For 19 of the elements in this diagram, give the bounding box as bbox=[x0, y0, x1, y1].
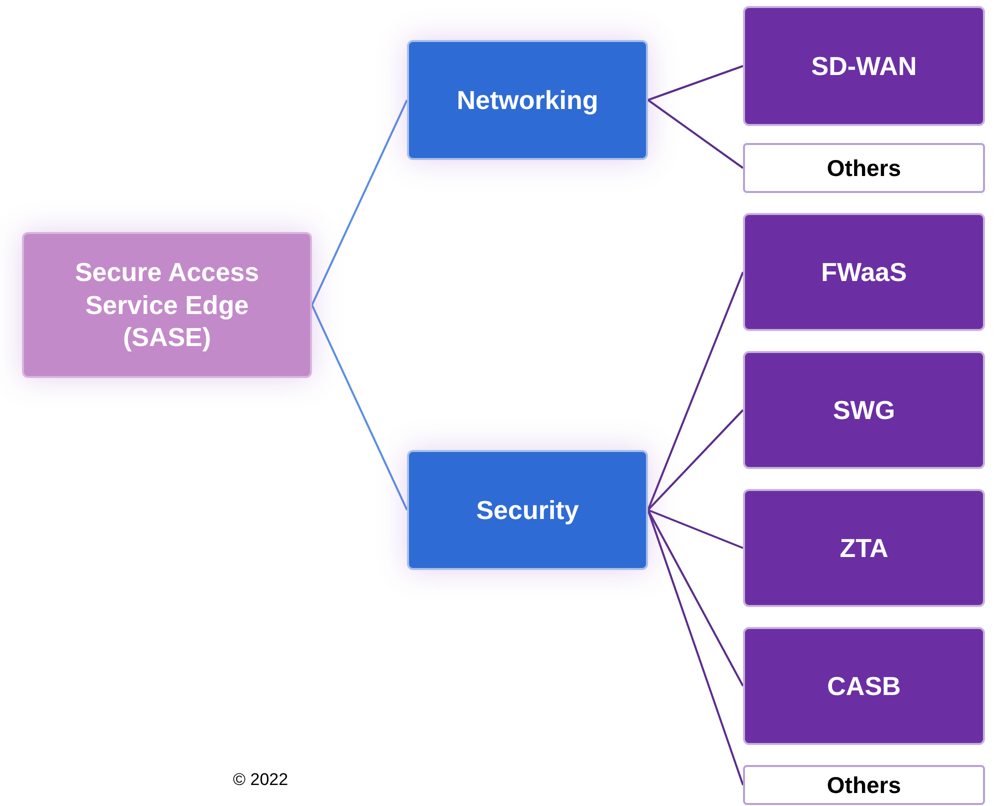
connector-line bbox=[647, 99, 744, 169]
category-box: Networking bbox=[407, 40, 648, 160]
connector-line bbox=[648, 65, 744, 101]
item-box: Others bbox=[743, 765, 985, 805]
connector-line bbox=[647, 510, 744, 686]
connector-line bbox=[647, 272, 744, 510]
connector-line bbox=[648, 509, 744, 549]
item-box: Others bbox=[743, 143, 985, 193]
connector-line bbox=[311, 304, 408, 510]
item-box: CASB bbox=[743, 627, 985, 745]
item-box: FWaaS bbox=[743, 213, 985, 331]
root-box: Secure Access Service Edge (SASE) bbox=[22, 232, 312, 378]
item-box: SD-WAN bbox=[743, 6, 985, 126]
category-box: Security bbox=[407, 450, 648, 570]
connector-line bbox=[311, 100, 408, 306]
item-box: ZTA bbox=[743, 489, 985, 607]
connector-line bbox=[647, 409, 744, 511]
copyright-note: © 2022 bbox=[233, 769, 288, 791]
item-box: SWG bbox=[743, 351, 985, 469]
